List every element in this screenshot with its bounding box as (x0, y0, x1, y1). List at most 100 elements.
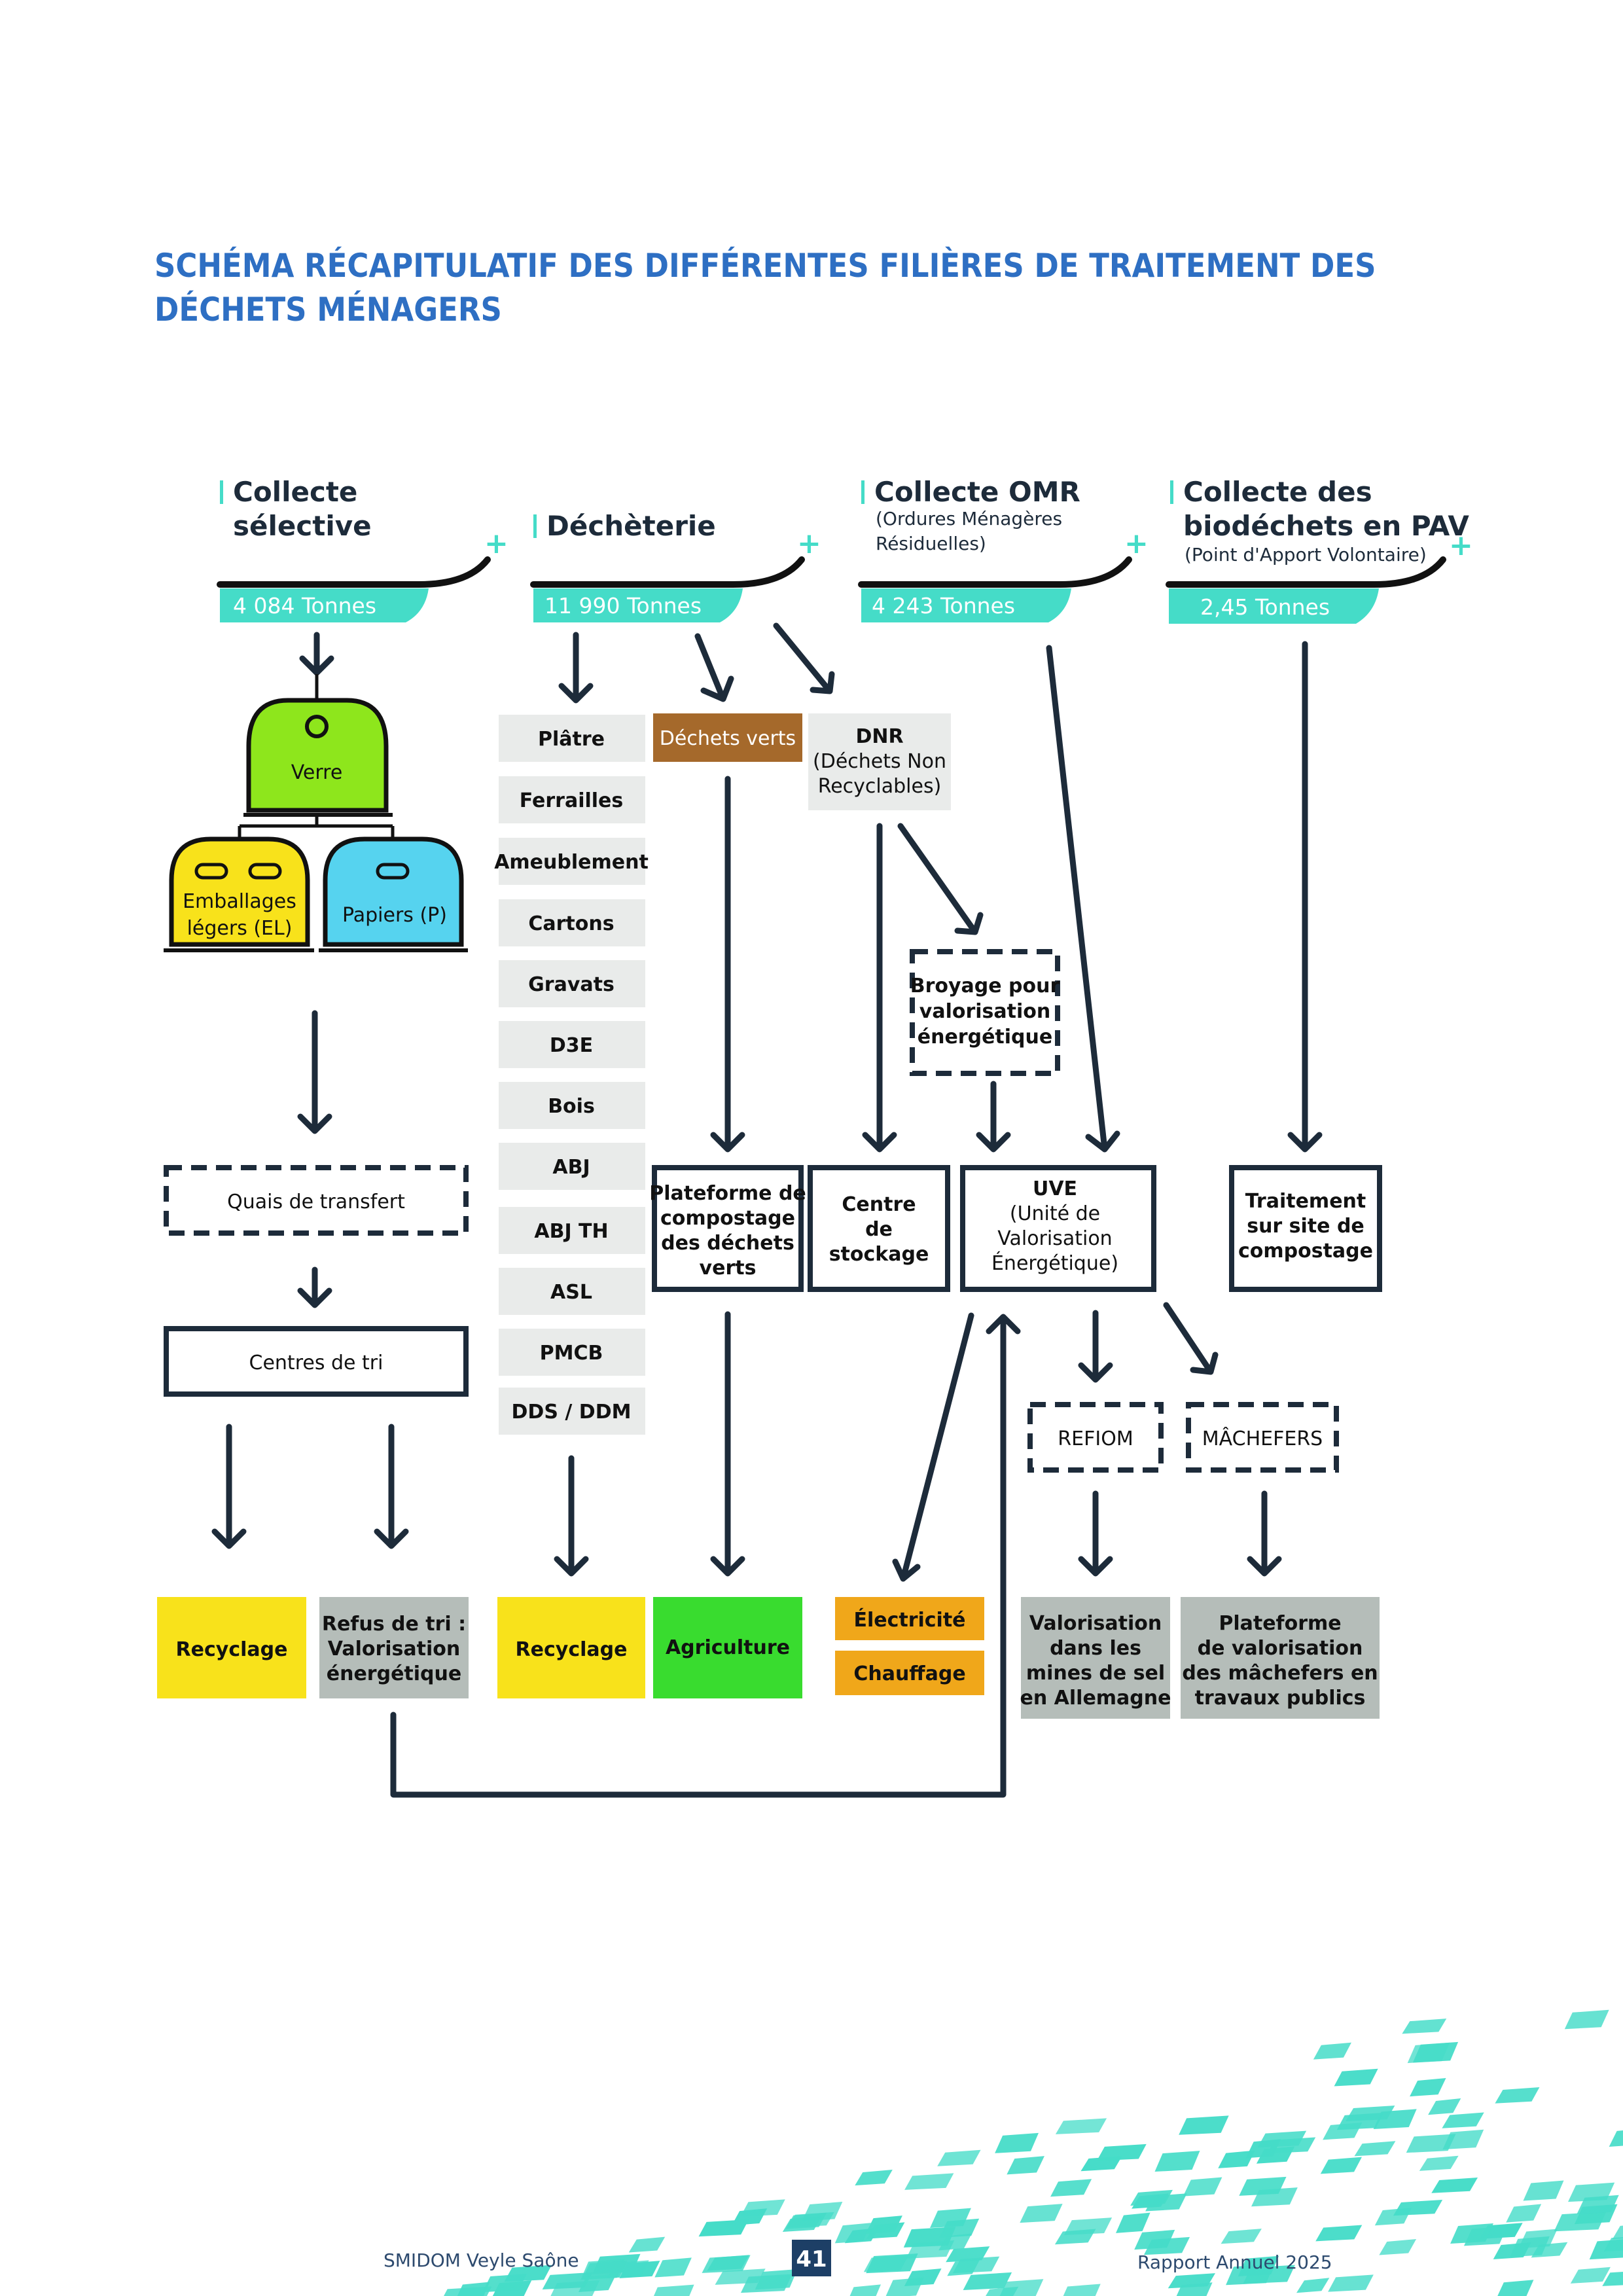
confetti-shape (937, 2149, 981, 2166)
dechetterie-item-label: Plâtre (538, 728, 605, 751)
papiers-bin: Papiers (P) (319, 836, 468, 952)
electricite-label: Électricité (853, 1608, 965, 1632)
confetti-shape (1218, 2150, 1255, 2168)
confetti-shape (1221, 2229, 1262, 2244)
refus-to-uve-arrow (390, 1314, 1021, 1798)
dechetterie-item-box (499, 1021, 645, 1068)
confetti-shape (1334, 2068, 1378, 2087)
footer-organisation: SMIDOM Veyle Saône (383, 2250, 579, 2271)
traitement-line3: compostage (1238, 1240, 1373, 1263)
broyage-box (910, 949, 1060, 1076)
centre-de-stockage-box (808, 1165, 950, 1292)
mines-line1: Valorisation (1029, 1612, 1162, 1635)
stockage-line2: de (865, 1218, 893, 1241)
dechetterie-item-label: ABJ (552, 1156, 590, 1179)
quais-de-transfert-box (164, 1165, 469, 1236)
confetti-shape (1518, 2229, 1558, 2249)
agriculture-output (653, 1597, 802, 1698)
confetti-shape (1116, 2212, 1150, 2233)
svg-text:Emballages: Emballages (183, 890, 296, 913)
dechetterie-item-label: PMCB (540, 1342, 603, 1365)
dechetterie-item-box (499, 1268, 645, 1315)
confetti-shape (865, 2215, 902, 2234)
centres-de-tri-box (164, 1326, 469, 1397)
confetti-shape (1523, 2180, 1564, 2201)
dnr-line1: DNR (855, 725, 903, 748)
traitement-compostage-box (1229, 1165, 1382, 1292)
confetti-shape (1379, 2239, 1417, 2255)
svg-text:2,45 Tonnes: 2,45 Tonnes (1200, 594, 1330, 620)
confetti-shape (1564, 2009, 1609, 2030)
uve-line4: Énergétique) (991, 1251, 1118, 1275)
confetti-shape (1096, 2144, 1147, 2161)
confetti-shape (995, 2132, 1039, 2153)
confetti-shape (1609, 2130, 1623, 2147)
header-collecte-omr: Collecte OMR (Ordures Ménagères Résiduel… (858, 476, 1149, 622)
plateforme-line1: Plateforme de (649, 1182, 806, 1205)
svg-text:Papiers (P): Papiers (P) (342, 904, 447, 927)
confetti-shape (1296, 2278, 1330, 2293)
dechetterie-item-box (499, 1388, 645, 1435)
dechetterie-item-box (499, 838, 645, 885)
traitement-line2: sur site de (1247, 1215, 1364, 1238)
confetti-shape (1442, 2112, 1484, 2128)
page-number: 41 (796, 2246, 827, 2272)
dechetterie-item-label: Cartons (528, 912, 614, 935)
confetti-shape (866, 2253, 918, 2274)
confetti-shape (885, 2277, 924, 2296)
header-decheterie: Déchèterie 11 990 Tonnes + (530, 510, 821, 622)
dechetterie-item-box (499, 776, 645, 823)
dnr-line2: (Déchets Non (813, 750, 946, 773)
confetti-shape (855, 2169, 893, 2186)
dechets-verts-box (653, 713, 802, 762)
svg-text:biodéchets en PAV: biodéchets en PAV (1183, 510, 1469, 542)
dechetterie-item-box (499, 1143, 645, 1190)
confetti-shape (1354, 2141, 1396, 2157)
recyclage-output-1 (157, 1597, 306, 1698)
confetti-shape (1406, 2134, 1456, 2153)
confetti-shape (1428, 2098, 1461, 2115)
mines-line3: mines de sel (1026, 1662, 1165, 1685)
refus-de-tri-output (319, 1597, 469, 1698)
confetti-shape (1132, 2193, 1169, 2209)
svg-text:11 990 Tonnes: 11 990 Tonnes (544, 593, 702, 619)
footer-report: Rapport Annuel 2025 (1137, 2251, 1332, 2273)
svg-text:sélective: sélective (233, 510, 372, 542)
machefers-out-line2: de valorisation (1198, 1637, 1363, 1660)
dechetterie-item-label: Ameublement (494, 851, 649, 874)
header-collecte-biodechets: Collecte des biodéchets en PAV (Point d'… (1166, 476, 1473, 624)
plus-icon: + (484, 527, 508, 560)
dechetterie-item-label: D3E (550, 1034, 593, 1057)
confetti-shape (1506, 2204, 1542, 2223)
refus-line1: Refus de tri : (322, 1613, 466, 1636)
confetti-shape (1612, 2225, 1623, 2240)
dnr-box (808, 713, 951, 810)
verre-bin: Verre (238, 674, 395, 838)
page-title-line2: DÉCHETS MÉNAGERS (154, 290, 502, 329)
dechetterie-item-label: ASL (550, 1281, 592, 1304)
dechetterie-item-list: PlâtreFerraillesAmeublementCartonsGravat… (494, 715, 649, 1435)
recyclage-output-1-label: Recyclage (176, 1638, 288, 1661)
confetti-shape (1554, 2212, 1607, 2232)
confetti-shape (1497, 2280, 1534, 2296)
valorisation-mines-output (1021, 1597, 1170, 1719)
confetti-shape (1320, 2157, 1362, 2174)
confetti-shape (1054, 2229, 1096, 2245)
electricite-output (835, 1597, 984, 1640)
page-number-badge (792, 2240, 831, 2276)
svg-text:(Ordures Ménagères: (Ordures Ménagères (876, 508, 1062, 529)
confetti-shape (1602, 2272, 1623, 2286)
traitement-line1: Traitement (1245, 1190, 1366, 1213)
svg-text:Déchèterie: Déchèterie (546, 510, 716, 542)
confetti-shape (1179, 2115, 1229, 2135)
confetti-shape (1431, 2177, 1478, 2193)
plus-icon: + (797, 527, 821, 560)
svg-text:légers (EL): légers (EL) (187, 917, 293, 940)
confetti-shape (1063, 2284, 1101, 2296)
confetti-shape (654, 2257, 692, 2278)
plateforme-line4: verts (700, 1257, 757, 1280)
confetti-shape (628, 2236, 666, 2253)
dechetterie-item-label: DDS / DDM (512, 1401, 632, 1424)
confetti-shape (1402, 2018, 1447, 2034)
